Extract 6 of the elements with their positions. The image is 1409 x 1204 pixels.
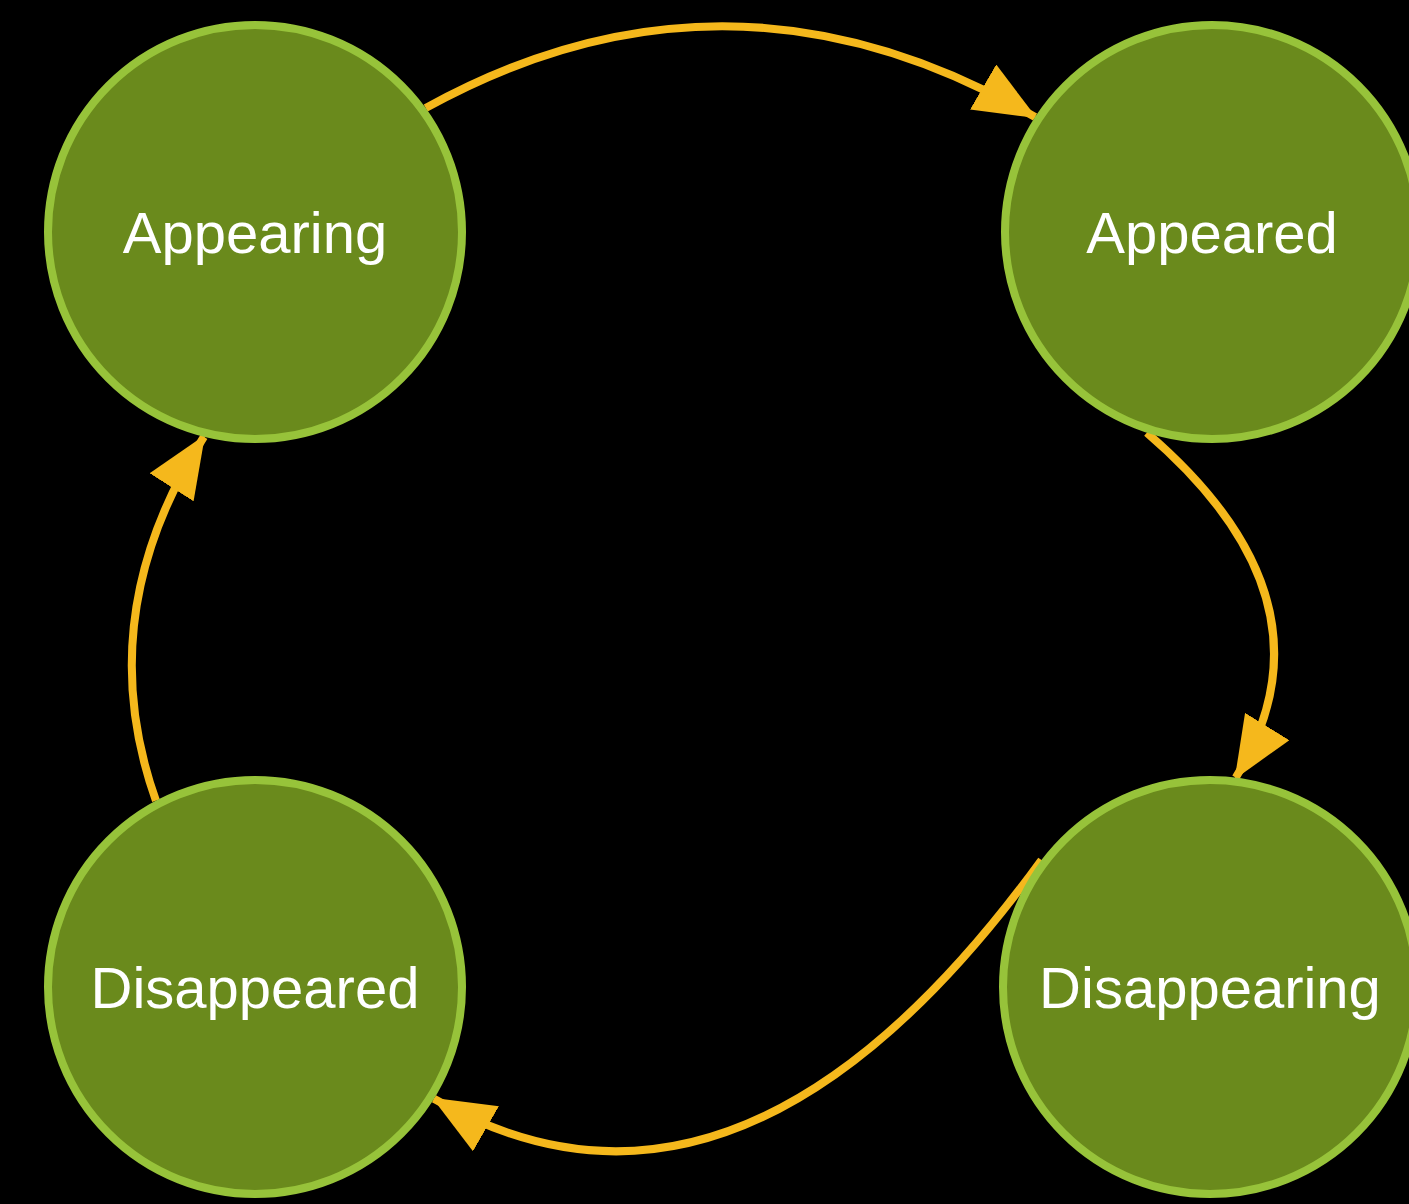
arrow — [423, 22, 1037, 121]
state-label: Disappearing — [1039, 953, 1381, 1021]
state-label: Appeared — [1086, 198, 1338, 266]
state-label: Appearing — [122, 198, 388, 266]
arrow — [128, 434, 208, 802]
state-label: Disappeared — [90, 953, 420, 1021]
